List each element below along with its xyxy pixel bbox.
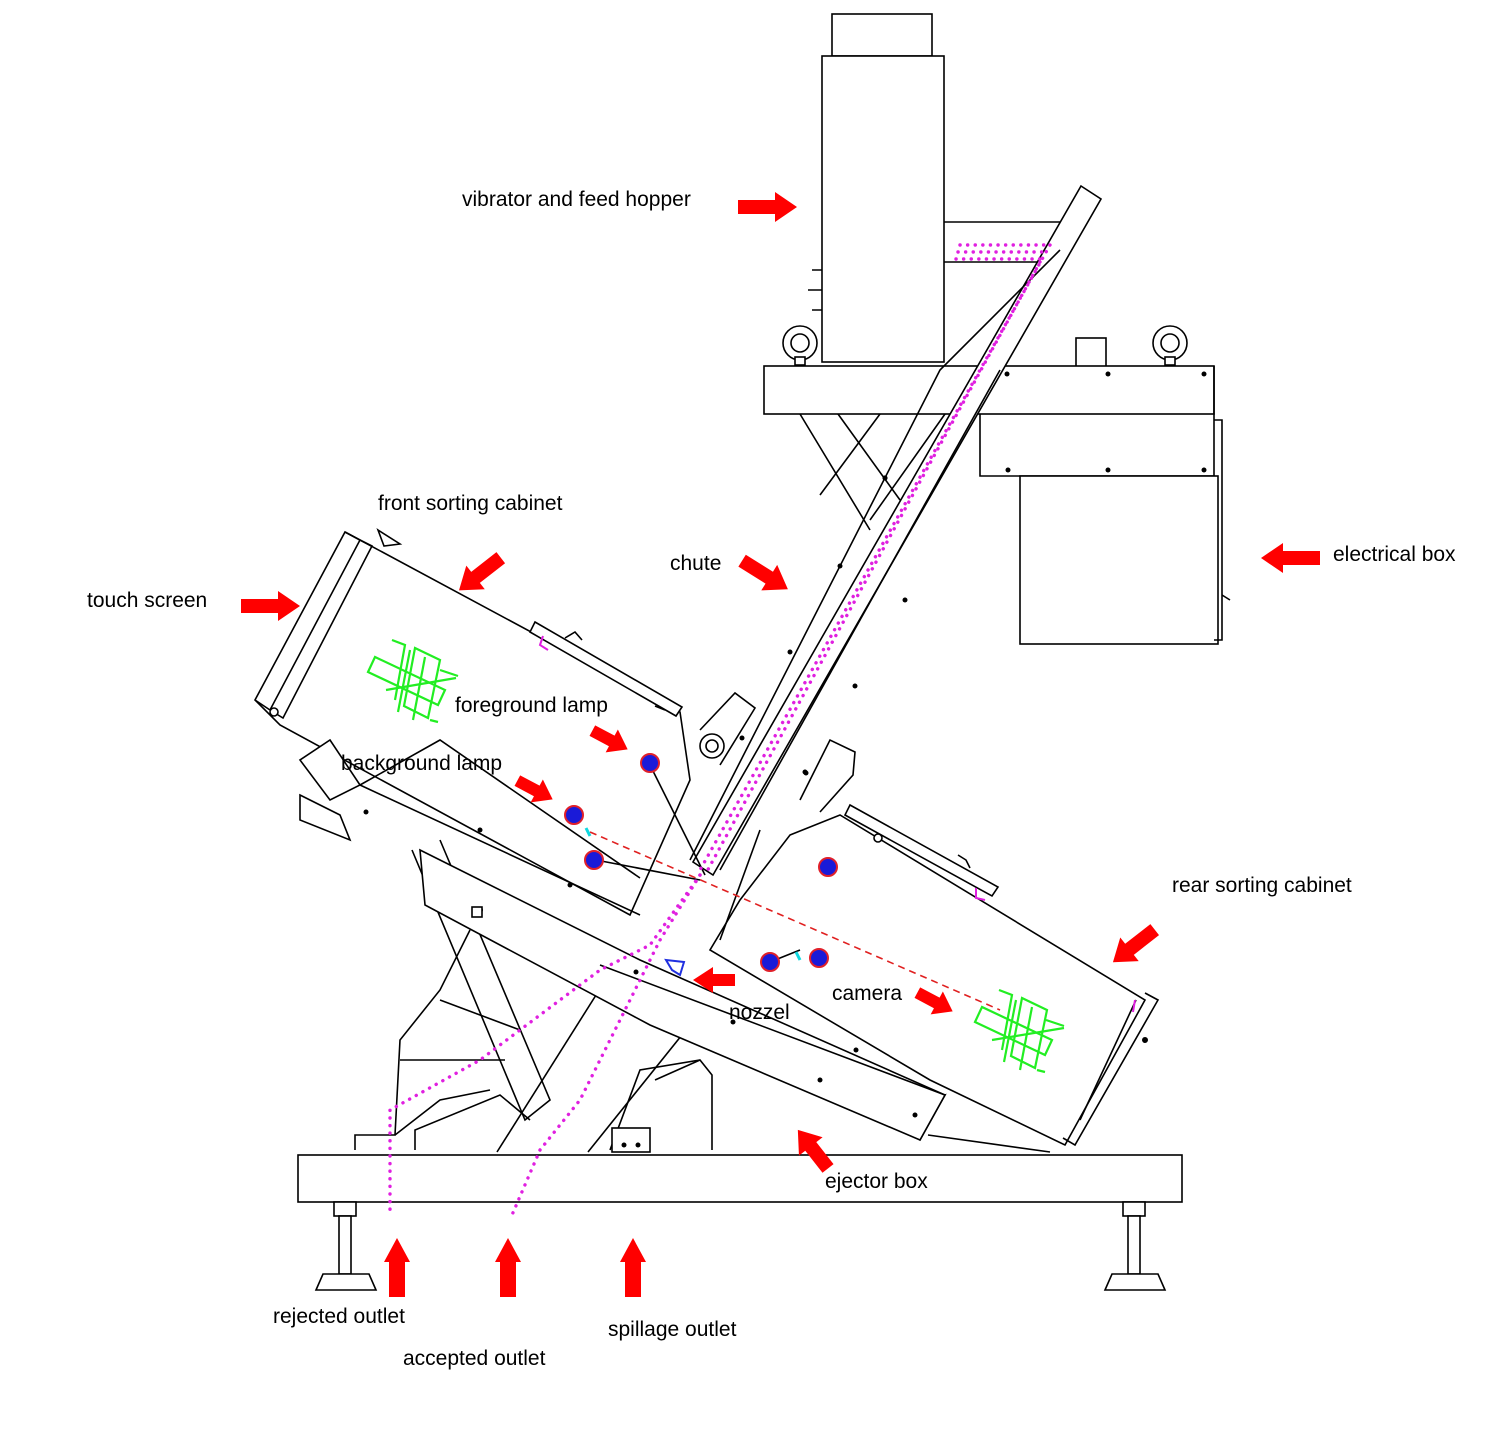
arrow-electrical-box: [1261, 543, 1320, 573]
arrow-nozzel: [693, 967, 735, 993]
label-touch-screen: touch screen: [87, 589, 208, 612]
label-chute: chute: [670, 552, 722, 575]
background-lamp-bulb: [564, 805, 584, 825]
label-front-sorting-cabinet: front sorting cabinet: [378, 492, 563, 515]
foreground-lamp-bulb: [640, 753, 660, 773]
label-accepted-outlet: accepted outlet: [403, 1347, 546, 1370]
label-nozzel: nozzel: [729, 1001, 790, 1024]
rear-camera: [973, 988, 1065, 1074]
label-rejected-outlet: rejected outlet: [273, 1305, 405, 1328]
label-foreground-lamp: foreground lamp: [455, 694, 608, 717]
arrow-rejected-outlet: [384, 1238, 410, 1297]
front-camera: [366, 638, 459, 724]
arrow-rear-cabinet: [1112, 924, 1160, 963]
arrow-accepted-outlet: [495, 1238, 521, 1297]
arrow-touch-screen: [241, 591, 300, 621]
hopper-assembly: [782, 13, 1188, 369]
base-frame: [297, 1154, 1183, 1291]
arrow-spillage-outlet: [620, 1238, 646, 1297]
arrow-camera: [914, 987, 953, 1015]
electrical-box: [763, 365, 1231, 645]
arrow-background-lamp: [514, 775, 553, 803]
rear-sorting-cabinet: [708, 738, 1160, 1147]
ejector-box: [419, 848, 947, 1142]
label-vibrator-hopper: vibrator and feed hopper: [462, 188, 691, 211]
optics: [366, 635, 1136, 1074]
support-structure: [354, 839, 1051, 1153]
label-rear-sorting-cabinet: rear sorting cabinet: [1172, 874, 1352, 897]
arrow-front-cabinet: [458, 552, 506, 591]
label-camera: camera: [832, 982, 903, 1005]
label-electrical-box: electrical box: [1333, 543, 1456, 566]
callout-arrows: [241, 192, 1320, 1297]
arrow-ejector-box: [797, 1129, 834, 1173]
label-background-lamp: background lamp: [341, 752, 503, 775]
arrow-hopper: [738, 192, 797, 222]
label-ejector-box: ejector box: [825, 1170, 928, 1193]
arrow-chute: [738, 554, 788, 591]
label-spillage-outlet: spillage outlet: [608, 1318, 737, 1341]
arrow-foreground-lamp: [589, 725, 628, 753]
material-flow: [388, 243, 1052, 1217]
